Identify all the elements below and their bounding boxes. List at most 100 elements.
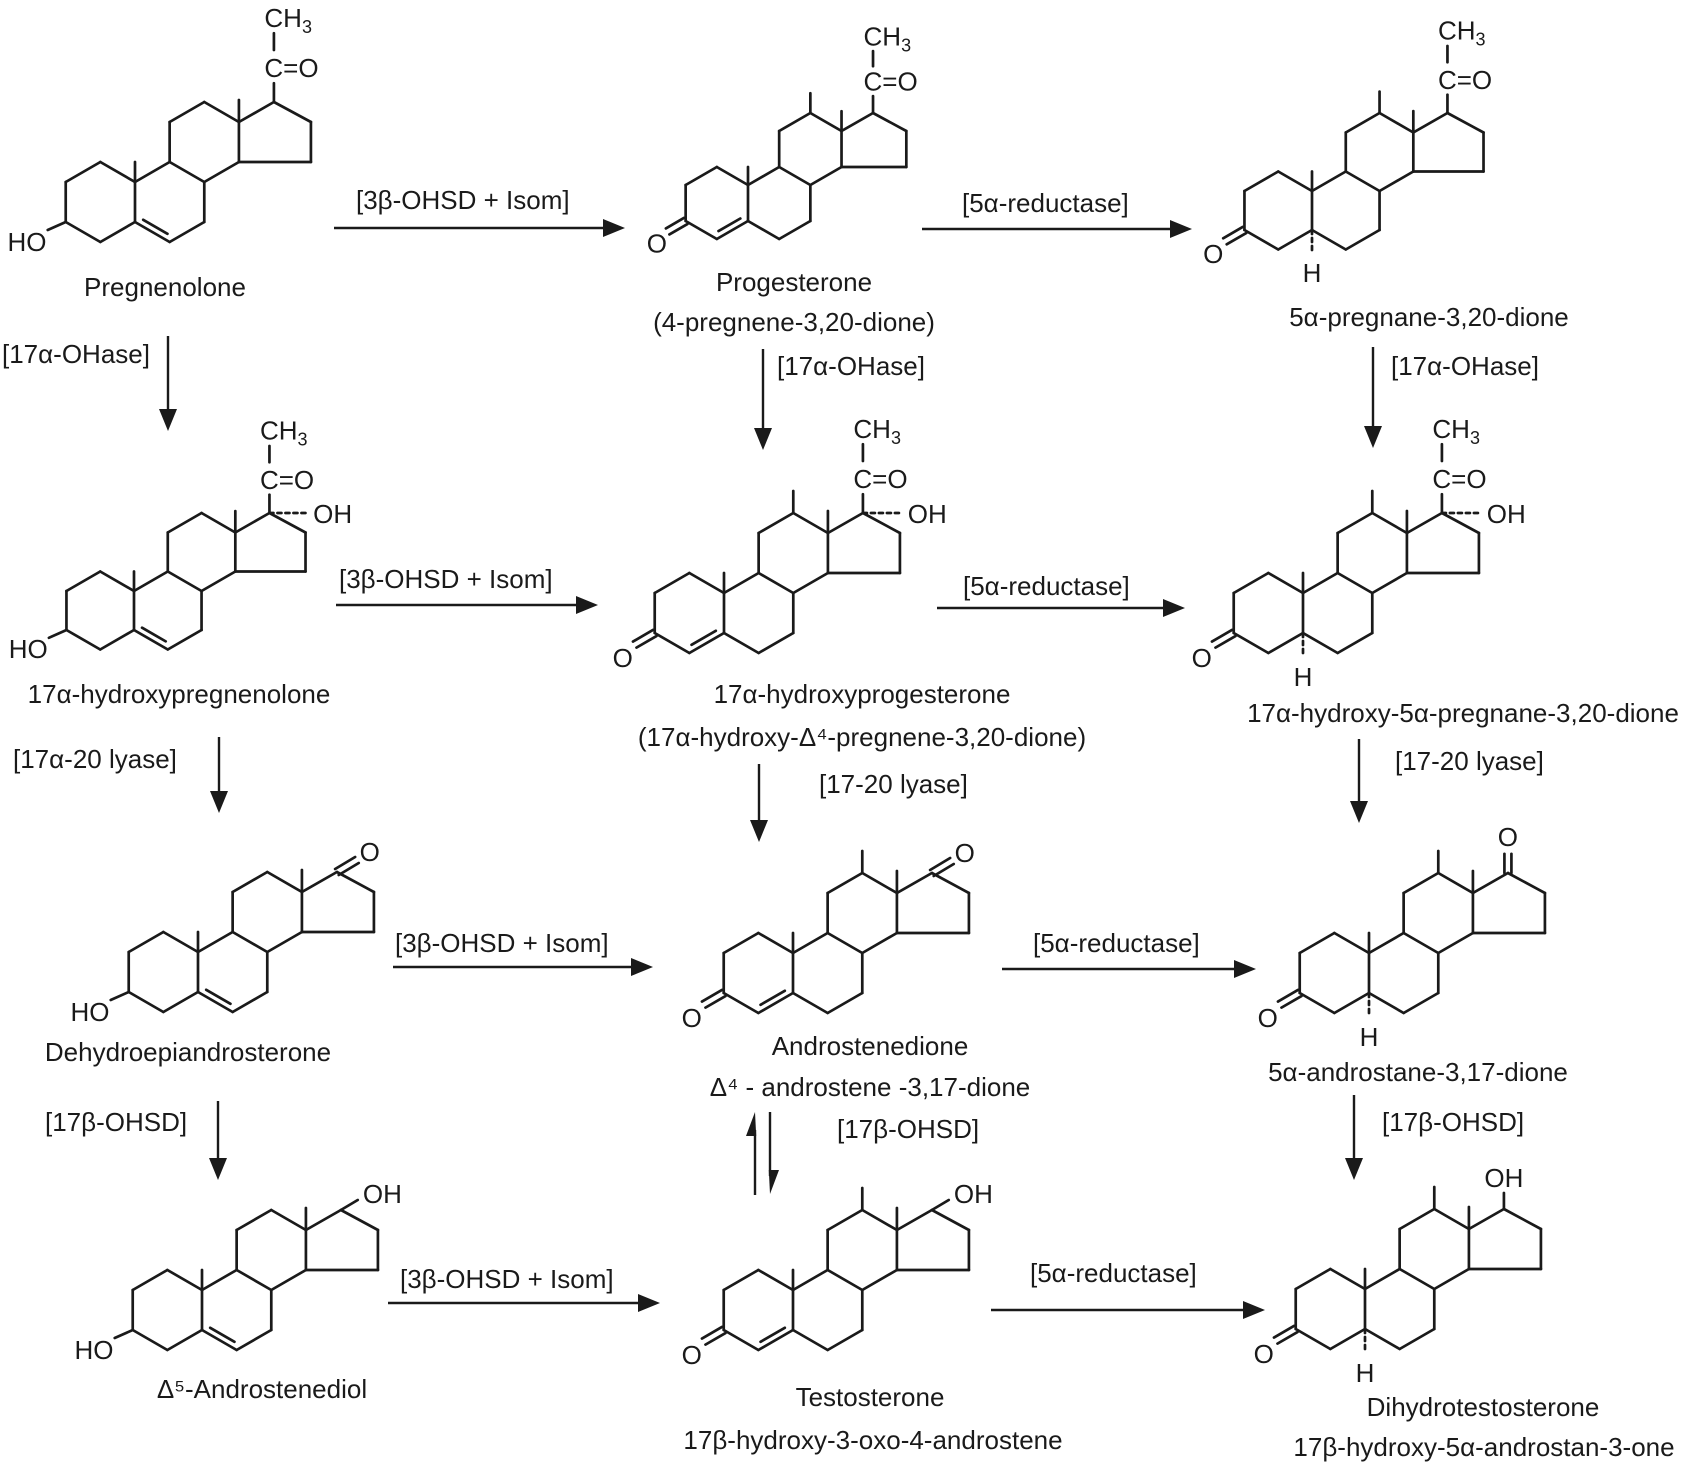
ring-bond <box>235 1328 273 1352</box>
ring-bond <box>1436 871 1475 895</box>
arrowhead-icon <box>1243 1301 1265 1319</box>
ring-bond <box>1310 170 1348 193</box>
enzyme-label-h4: [5α-reductase] <box>963 571 1130 601</box>
ring-bond <box>722 631 760 655</box>
ring-bond <box>231 990 269 1014</box>
reaction-arrow-vertical <box>209 1101 227 1180</box>
enzyme-label-v7: [17α-OHase] <box>1391 351 1539 381</box>
ring-bond <box>1370 511 1409 535</box>
ring-bond <box>860 931 899 955</box>
reaction-arrow-vertical <box>210 737 228 813</box>
ring-bond <box>1432 1267 1471 1291</box>
hydrogen-label: H <box>1294 662 1313 692</box>
hydrogen-label: H <box>1303 258 1322 288</box>
ring-bond <box>300 870 339 894</box>
ring-bond <box>860 871 899 895</box>
compound-name-17oh-progesterone: 17α-hydroxyprogesterone <box>714 679 1011 709</box>
ring-bond <box>757 931 795 955</box>
hydroxyl-bond <box>46 220 68 232</box>
arrowhead-icon <box>631 958 653 976</box>
enzyme-label-h2: [5α-reductase] <box>962 188 1129 218</box>
ring-bond <box>98 628 136 651</box>
compound-subtitle-progesterone: (4-pregnene-3,20-dione) <box>653 307 935 337</box>
ring-bond <box>1298 991 1336 1015</box>
arrowhead-icon <box>1170 220 1192 238</box>
arrowhead-icon <box>750 820 768 842</box>
equilibrium-arrows <box>746 1112 779 1195</box>
ring-bond <box>1402 931 1440 955</box>
ring-bond <box>335 870 376 894</box>
compound-name-5a-androstanedione: 5α-androstane-3,17-dione <box>1268 1057 1568 1087</box>
ring-bond <box>791 1268 829 1292</box>
ring-bond <box>269 1268 308 1292</box>
ring-bond <box>168 220 206 244</box>
hydrogen-label: H <box>1356 1358 1375 1388</box>
carbonyl-bond <box>635 634 658 649</box>
reaction-arrow-vertical <box>754 349 772 450</box>
reaction-arrow-horizontal <box>1002 960 1256 978</box>
ring-bond <box>895 1208 934 1232</box>
arrowhead-icon <box>1234 960 1256 978</box>
ring-bond <box>1370 571 1409 595</box>
double-bond <box>141 218 169 236</box>
methyl-subscript: 3 <box>302 17 312 37</box>
methyl-subscript: 3 <box>298 430 308 450</box>
ring-bond <box>132 628 170 651</box>
compound-name-17oh-pregnenolone: 17α-hydroxypregnenolone <box>28 679 331 709</box>
ring-bond <box>791 511 830 535</box>
ring-bond <box>166 1328 204 1352</box>
enzyme-label-v1: [17α-OHase] <box>2 339 150 369</box>
ring-bond <box>265 870 304 894</box>
double-bond <box>208 1326 236 1344</box>
carbonyl-bond <box>333 855 357 871</box>
ring-bond <box>1402 871 1440 895</box>
ring-bond <box>1506 871 1547 895</box>
hydroxyl-label: OH <box>313 499 352 529</box>
ring-bond <box>127 930 165 954</box>
reaction-arrow-vertical <box>1364 347 1382 448</box>
ring-bond <box>196 930 234 954</box>
carbonyl-label: C=O <box>1438 65 1492 95</box>
reaction-arrow-horizontal <box>336 596 598 614</box>
ring-bond <box>1333 931 1371 955</box>
structure-testosterone: OOH <box>682 1179 993 1370</box>
methyl-label: CH3 <box>1438 16 1486 50</box>
oxo-label: O <box>955 838 975 868</box>
enzyme-label-h5: [3β-OHSD + Isom] <box>395 928 609 958</box>
compound-name-androstenediol: Δ⁵-Androstenediol <box>157 1374 367 1404</box>
reaction-arrow-horizontal <box>991 1301 1265 1319</box>
ring-bond <box>809 111 843 133</box>
hydroxyl-bond <box>113 1328 135 1340</box>
reaction-arrow-horizontal <box>937 599 1185 617</box>
oxo-label: O <box>1192 643 1212 673</box>
enzyme-label-v8: [17-20 lyase] <box>1395 746 1544 776</box>
enzyme-label-v2: [17α-20 lyase] <box>13 744 177 774</box>
enzyme-label-h8: [5α-reductase] <box>1030 1258 1197 1288</box>
hydroxyl-bond <box>109 990 131 1002</box>
oxo-label: O <box>1258 1003 1278 1033</box>
ring-bond <box>809 165 843 187</box>
ring-bond <box>826 1208 864 1232</box>
ring-bond <box>1329 1327 1367 1351</box>
carbonyl-bond <box>337 861 361 877</box>
reaction-arrow-vertical <box>159 336 177 431</box>
ring-bond <box>1329 1267 1367 1291</box>
ring-bond <box>127 990 165 1014</box>
ring-bond <box>1276 228 1314 251</box>
arrowhead-icon <box>209 1158 227 1180</box>
carbonyl-bond <box>1225 231 1248 246</box>
carbonyl-bond <box>928 856 952 872</box>
ring-bond <box>268 511 307 534</box>
methyl-label: CH3 <box>1432 414 1480 448</box>
ring-bond <box>826 871 864 895</box>
arrowhead-icon <box>603 219 625 237</box>
ring-bond <box>233 511 271 534</box>
double-bond <box>759 989 787 1007</box>
half-arrowhead-up-icon <box>746 1112 757 1136</box>
ring-bond <box>1398 1207 1436 1231</box>
ring-bond <box>1294 1267 1332 1291</box>
structure-dhea: HOO <box>71 837 380 1027</box>
carbonyl-label: C=O <box>1432 464 1486 494</box>
ring-bond <box>871 111 908 133</box>
